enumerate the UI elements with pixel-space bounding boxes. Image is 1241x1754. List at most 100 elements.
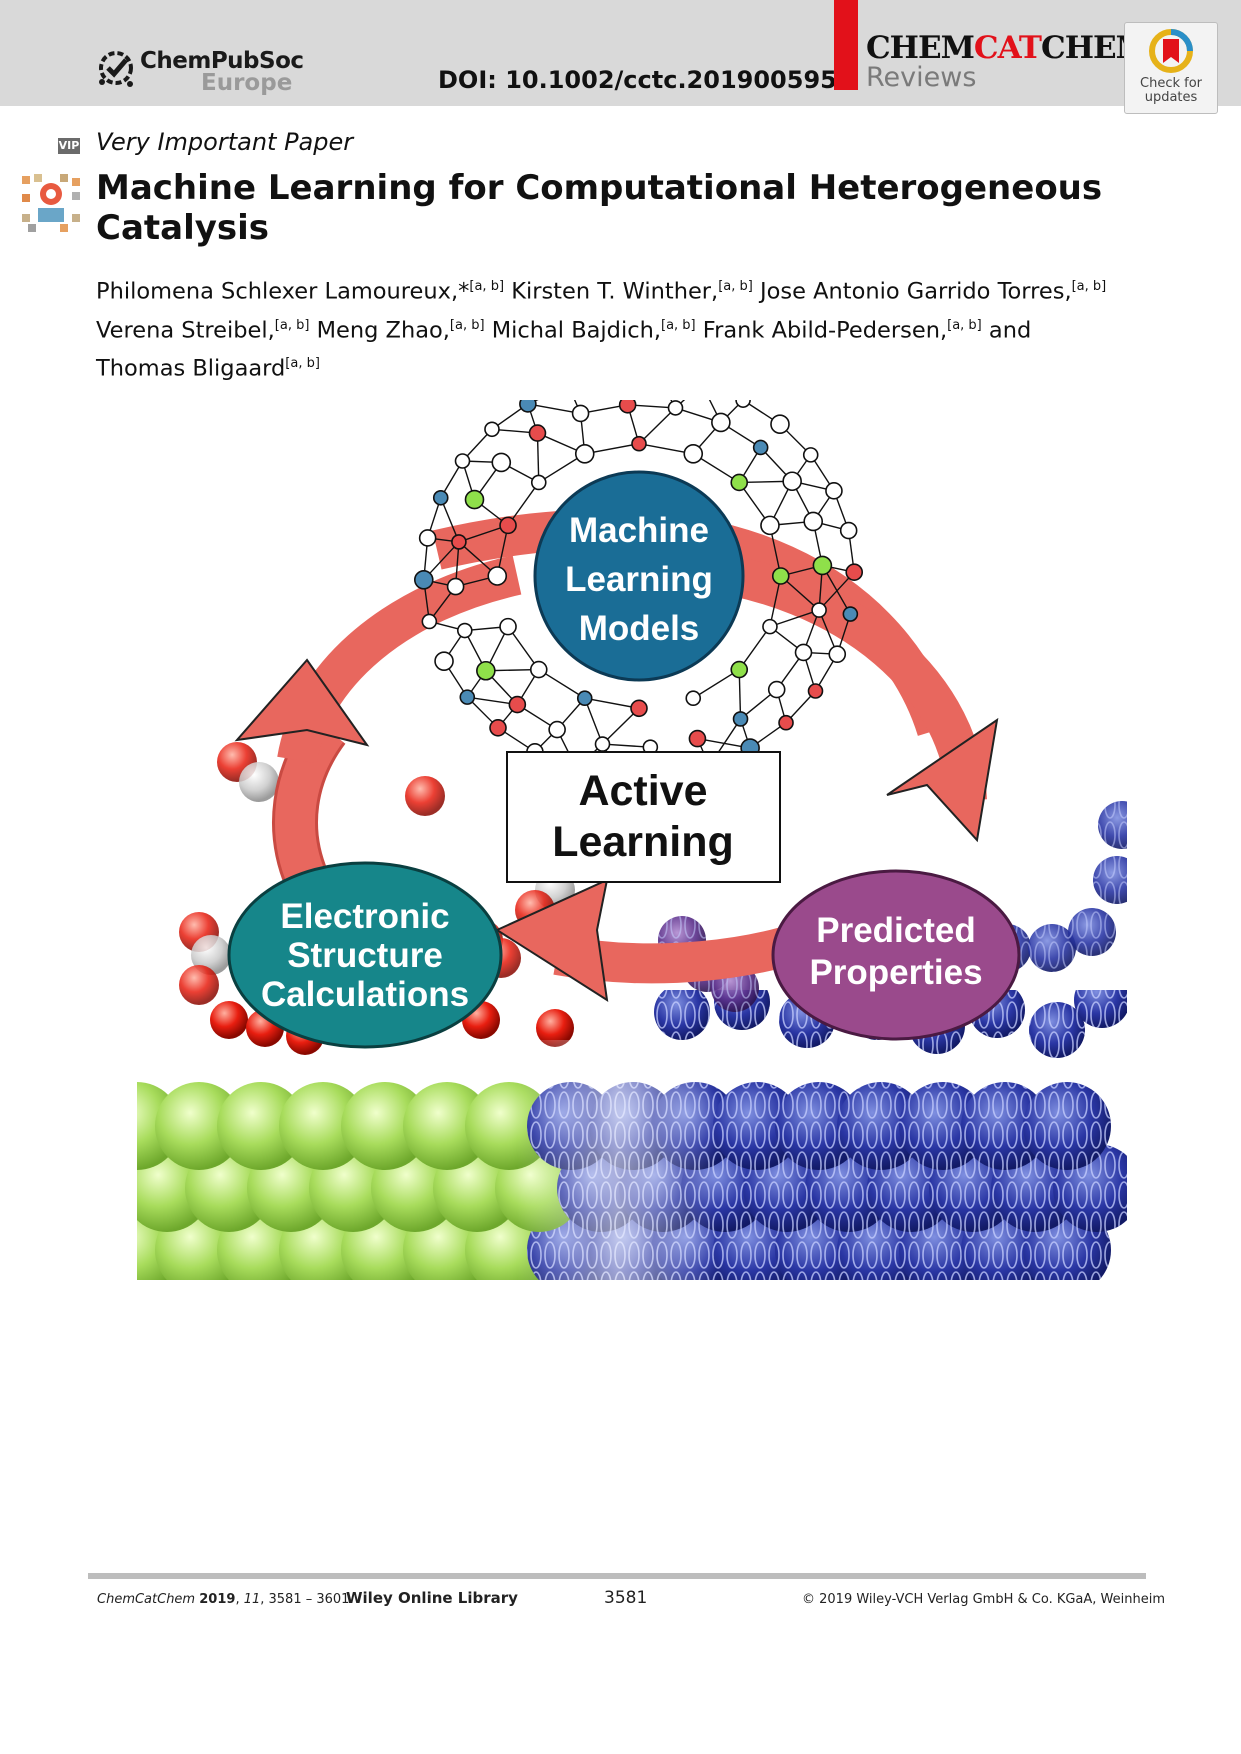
footer-year: 2019 bbox=[199, 1592, 236, 1607]
network-node bbox=[464, 489, 485, 510]
network-node bbox=[594, 736, 611, 752]
predicted-line-1: Predicted bbox=[816, 911, 976, 950]
cluster-atom-texture bbox=[1098, 801, 1127, 849]
network-node bbox=[735, 400, 751, 408]
wiley-online-library-link[interactable]: Wiley Online Library bbox=[346, 1589, 518, 1607]
journal-name-part-1: CHEM bbox=[866, 30, 975, 66]
network-node bbox=[842, 606, 859, 622]
cluster-atom-texture bbox=[1068, 908, 1116, 956]
author-name[interactable]: Michal Bajdich, bbox=[491, 317, 661, 343]
network-node bbox=[760, 515, 780, 536]
network-node bbox=[807, 683, 824, 699]
author-affiliation: [a, b] bbox=[285, 356, 320, 371]
network-node bbox=[432, 489, 449, 506]
network-node bbox=[811, 602, 827, 618]
network-node bbox=[685, 690, 702, 707]
network-node bbox=[487, 566, 508, 586]
electronic-line-2: Structure bbox=[287, 936, 443, 975]
network-node bbox=[456, 622, 473, 639]
network-edge bbox=[692, 668, 740, 699]
ml-models-line-1: Machine bbox=[569, 511, 709, 550]
network-edge bbox=[538, 668, 586, 699]
network-node bbox=[618, 400, 637, 414]
molecule-atom bbox=[239, 762, 279, 802]
network-node bbox=[825, 482, 843, 500]
author-affiliation: [a, b] bbox=[469, 279, 505, 294]
cluster-atom-texture bbox=[1028, 924, 1076, 972]
author-name[interactable]: Kirsten T. Winther, bbox=[511, 278, 719, 305]
network-node bbox=[530, 474, 547, 491]
author-name[interactable]: Meng Zhao, bbox=[316, 317, 450, 343]
network-node bbox=[576, 690, 593, 707]
network-node bbox=[418, 529, 437, 547]
network-node bbox=[794, 643, 813, 662]
network-node bbox=[771, 567, 790, 585]
network-node bbox=[770, 414, 790, 434]
network-node bbox=[434, 651, 454, 671]
network-node bbox=[688, 729, 707, 748]
author-affiliation: [a, b] bbox=[449, 317, 485, 333]
surface-atom-texture bbox=[775, 1082, 863, 1170]
network-node bbox=[489, 719, 507, 737]
network-edge bbox=[602, 743, 651, 748]
network-node bbox=[839, 521, 858, 540]
network-node bbox=[491, 452, 512, 473]
surface-atom bbox=[403, 1082, 491, 1170]
ml-models-line-2: Learning bbox=[565, 560, 713, 599]
network-node bbox=[529, 660, 548, 679]
author-name[interactable]: Thomas Bligaard bbox=[96, 355, 286, 382]
surface-atom-texture bbox=[713, 1082, 801, 1170]
network-node bbox=[454, 453, 471, 469]
vip-label: Very Important Paper bbox=[96, 128, 354, 156]
author-name[interactable]: Verena Streibel, bbox=[96, 317, 275, 343]
cluster-atom-texture bbox=[1093, 856, 1127, 904]
network-node bbox=[421, 613, 438, 630]
network-node bbox=[683, 443, 704, 464]
footer-volume: 11 bbox=[243, 1592, 261, 1607]
adatom-texture bbox=[654, 990, 710, 1040]
network-node bbox=[451, 534, 467, 550]
network-node bbox=[782, 471, 802, 492]
ml-models-node: Machine Learning Models bbox=[533, 470, 745, 682]
network-node bbox=[499, 617, 517, 636]
network-node bbox=[630, 699, 648, 718]
check-updates-icon bbox=[1149, 29, 1193, 73]
ml-models-line-3: Models bbox=[579, 609, 700, 648]
network-node bbox=[548, 720, 566, 739]
author-affiliation: [a, b] bbox=[1071, 279, 1107, 294]
catalyst-surface bbox=[137, 990, 1127, 1280]
author-name[interactable]: Frank Abild-Pedersen, bbox=[702, 317, 948, 343]
journal-section: Reviews bbox=[866, 62, 977, 93]
toc-figure: Machine Learning Models Active Learning … bbox=[137, 400, 1127, 1280]
author-affiliation: [a, b] bbox=[947, 317, 982, 333]
molecule-atom bbox=[405, 776, 445, 816]
footer-citation: ChemCatChem 2019, 11, 3581 – 3601 bbox=[97, 1592, 350, 1607]
network-node bbox=[413, 569, 434, 590]
network-edge bbox=[527, 403, 581, 415]
journal-name[interactable]: CHEMCATCHEM bbox=[866, 30, 1150, 66]
article-thumbnail-icon bbox=[22, 174, 80, 232]
check-for-updates-button[interactable]: Check for updates bbox=[1124, 22, 1218, 114]
check-updates-label: Check for updates bbox=[1140, 76, 1202, 105]
network-edge bbox=[638, 407, 676, 445]
chempubsoc-logo[interactable]: ChemPubSoc Europe bbox=[96, 46, 304, 96]
network-edge bbox=[769, 609, 820, 628]
journal-accent-bar bbox=[834, 0, 858, 90]
author-name[interactable]: Philomena Schlexer Lamoureux,* bbox=[96, 278, 470, 305]
network-node bbox=[730, 473, 749, 492]
surface-atom-texture bbox=[837, 1082, 925, 1170]
author-affiliation: [a, b] bbox=[661, 317, 696, 333]
network-node bbox=[803, 511, 824, 532]
surface-atom-texture bbox=[961, 1082, 1049, 1170]
network-edge bbox=[584, 697, 604, 745]
logo-text-chempubsoc: ChemPubSoc bbox=[140, 48, 304, 74]
network-node bbox=[446, 577, 465, 596]
adsorbate-oxygen bbox=[210, 1001, 248, 1039]
active-learning-line-1: Active bbox=[578, 767, 707, 815]
doi[interactable]: DOI: 10.1002/cctc.201900595 bbox=[438, 66, 837, 94]
network-node bbox=[519, 400, 537, 413]
author-name[interactable]: Jose Antonio Garrido Torres, bbox=[760, 278, 1072, 305]
article-title: Machine Learning for Computational Heter… bbox=[96, 168, 1103, 248]
footer-rule bbox=[88, 1573, 1146, 1579]
author-list: Philomena Schlexer Lamoureux,*[a, b] Kir… bbox=[96, 278, 1107, 382]
